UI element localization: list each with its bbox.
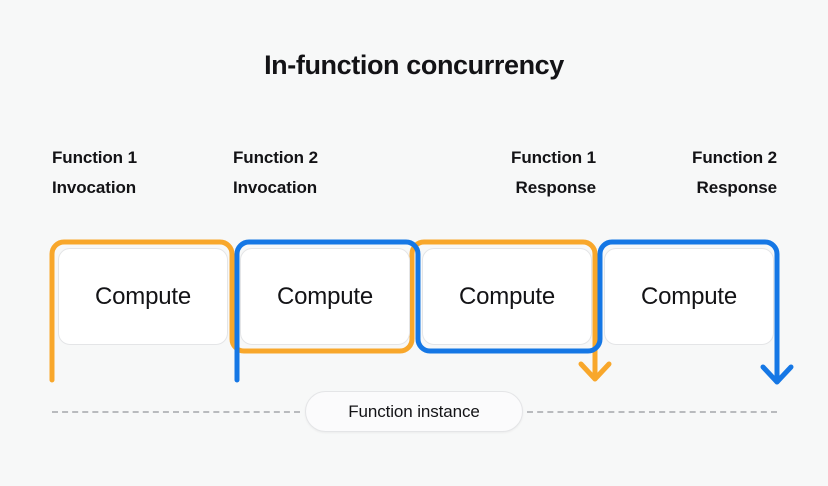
page-title: In-function concurrency — [264, 50, 564, 80]
compute-box: Compute — [240, 248, 410, 345]
label-function-1-invocation: Function 1 Invocation — [52, 143, 137, 203]
label-function-2-invocation: Function 2 Invocation — [233, 143, 318, 203]
label-function-2-response: Function 2 Response — [597, 143, 777, 203]
label-line-1: Function 2 — [233, 148, 318, 167]
function-instance-pill: Function instance — [305, 391, 523, 432]
function-2-lifeline-path — [234, 239, 780, 383]
function-1-lifeline-path — [49, 239, 598, 383]
label-line-2: Invocation — [233, 178, 318, 197]
label-line-1: Function 1 — [52, 148, 137, 167]
function-1-response-arrowhead-icon — [578, 361, 612, 382]
compute-box: Compute — [58, 248, 228, 345]
label-line-1: Function 2 — [692, 148, 777, 167]
function-2-response-arrowhead-icon — [760, 364, 794, 385]
label-line-2: Invocation — [52, 178, 137, 197]
compute-box: Compute — [422, 248, 592, 345]
compute-box: Compute — [604, 248, 774, 345]
label-function-1-response: Function 1 Response — [415, 143, 596, 203]
label-line-2: Response — [696, 178, 778, 197]
label-line-1: Function 1 — [511, 148, 596, 167]
instance-band-dash-left — [52, 411, 300, 413]
label-line-2: Response — [515, 178, 597, 197]
instance-band-dash-right — [527, 411, 777, 413]
